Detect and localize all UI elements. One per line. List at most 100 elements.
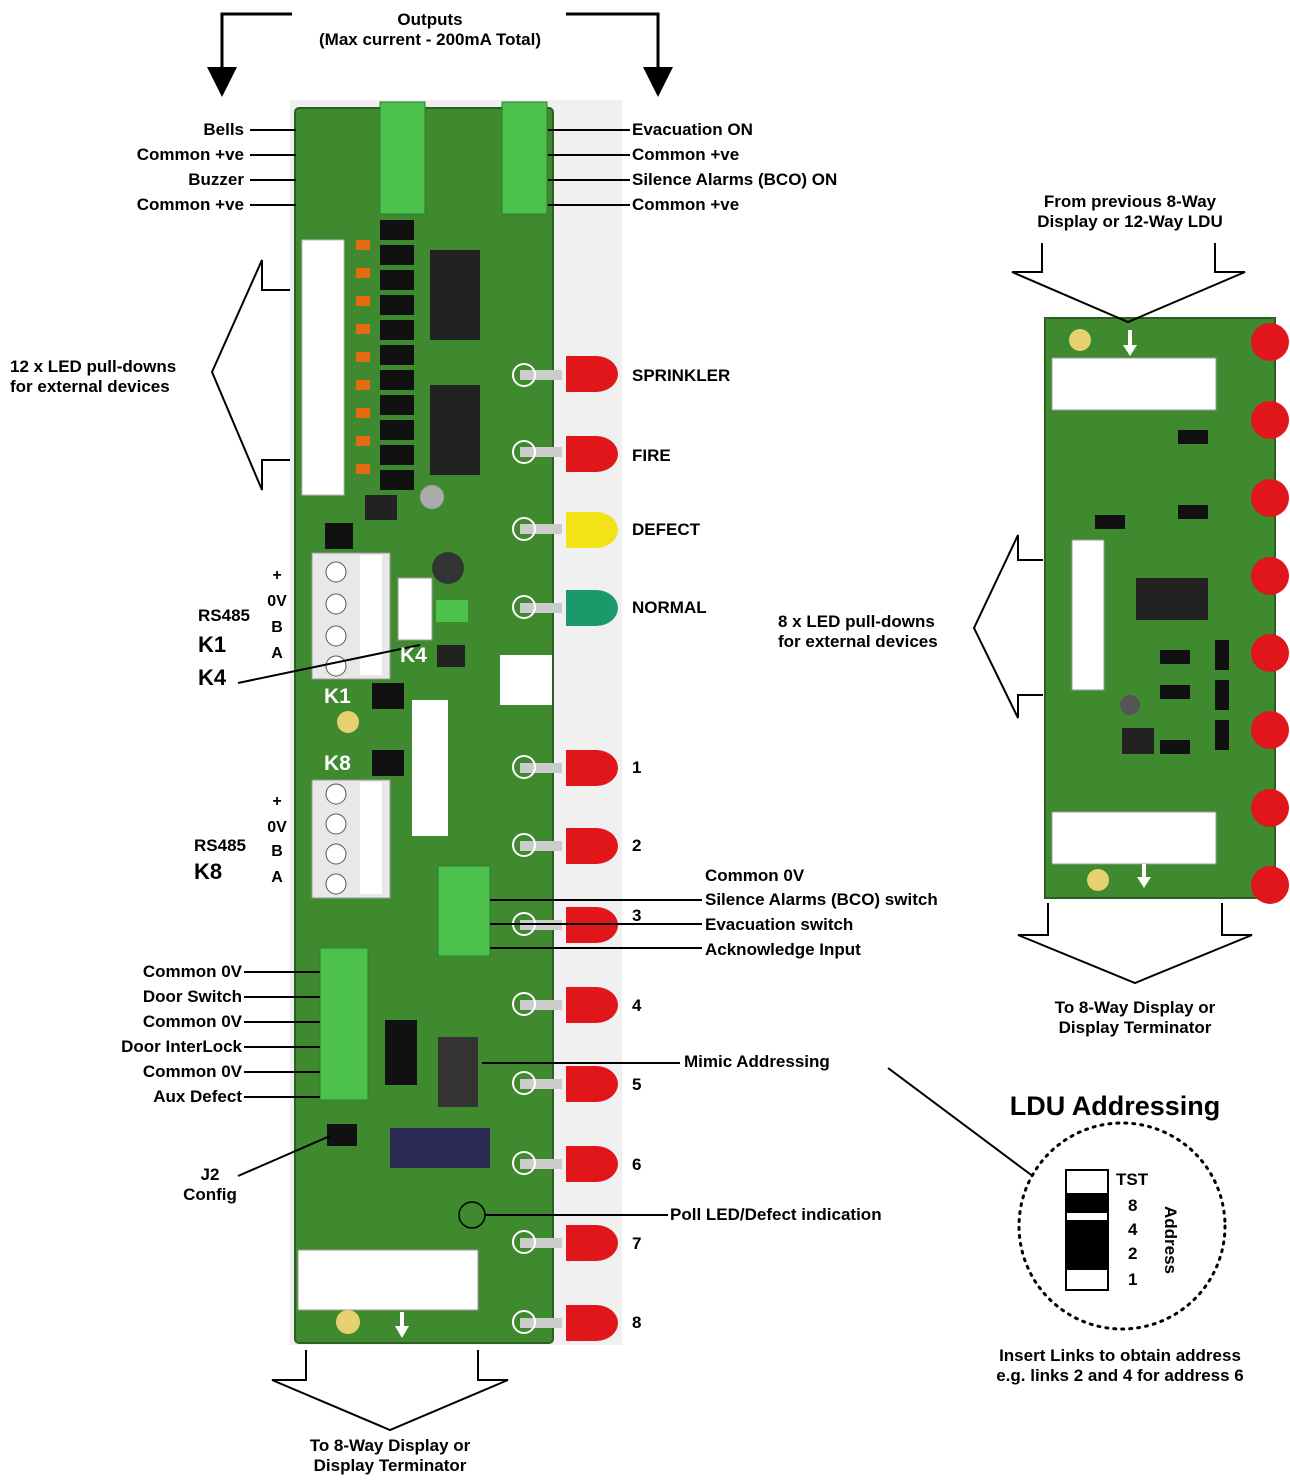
input-label-common-0v: Common 0V: [705, 866, 805, 885]
input-left-door-switch: Door Switch: [142, 987, 242, 1006]
zone-led-4: [512, 987, 618, 1023]
ldu-board: [1044, 317, 1276, 899]
zone-led-7: [512, 1225, 618, 1261]
zone-label-7: 7: [632, 1234, 642, 1253]
input-left-leaders: [244, 971, 320, 1098]
status-label-normal: NORMAL: [632, 598, 707, 617]
from-previous-line2: Display or 12-Way LDU: [1037, 212, 1223, 231]
ldu-leader: [887, 1067, 1039, 1181]
status-label-fire: FIRE: [632, 446, 671, 465]
ldu-switch-4: 4: [1128, 1220, 1138, 1239]
input-left-aux-defect: Aux Defect: [153, 1087, 242, 1106]
led-pulldowns-12-line1: 12 x LED pull-downs: [10, 357, 177, 376]
zone-label-4: 4: [632, 996, 642, 1015]
output-label-common-4: Common +ve: [632, 195, 740, 214]
outputs-arrows: [207, 12, 673, 97]
from-previous-line1: From previous 8-Way: [1043, 192, 1217, 211]
ldu-addressing-title: LDU Addressing: [1009, 1091, 1221, 1121]
from-previous-arrow: [1011, 243, 1246, 324]
zone-label-3: 3: [632, 906, 642, 925]
k8-pin-a: A: [271, 869, 283, 886]
bottom-left-line2: Display Terminator: [313, 1456, 467, 1475]
bottom-left-line1: To 8-Way Display or: [309, 1436, 471, 1455]
output-label-common-3: Common +ve: [632, 145, 740, 164]
outputs-title: Outputs (Max current - 200mA Total): [280, 10, 580, 50]
zone-led-6: [512, 1146, 618, 1182]
k1-pin-plus: +: [272, 567, 282, 584]
status-led-fire: [512, 436, 618, 472]
ldu-address-word: Address: [1161, 1205, 1180, 1275]
ldu-dip-switch: [1017, 1121, 1227, 1331]
zone-label-5: 5: [632, 1075, 642, 1094]
bottom-right-arrow: [1017, 903, 1253, 985]
bottom-right-line2: Display Terminator: [1058, 1018, 1212, 1037]
input-left-common-2: Common 0V: [142, 1012, 242, 1031]
k1-pin-0v: 0V: [267, 593, 287, 610]
right-output-leaders: [548, 129, 630, 206]
zone-led-5: [512, 1066, 618, 1102]
k8-pin-plus: +: [272, 793, 282, 810]
zone-label-6: 6: [632, 1155, 642, 1174]
j2-line1: J2: [200, 1165, 220, 1184]
k8-pin-b: B: [271, 843, 283, 860]
output-label-common-2: Common +ve: [136, 195, 244, 214]
led-pulldown-bracket-12: [210, 259, 290, 491]
output-label-silence-on: Silence Alarms (BCO) ON: [632, 170, 838, 189]
output-label-evacuation-on: Evacuation ON: [632, 120, 753, 139]
status-label-defect: DEFECT: [632, 520, 700, 539]
input-left-common-3: Common 0V: [142, 1062, 242, 1081]
k1-pin-a: A: [271, 645, 283, 662]
zone-led-8: [512, 1305, 618, 1341]
ldu-leds: [1251, 323, 1289, 904]
mimic-addressing-label: Mimic Addressing: [684, 1052, 830, 1071]
ldu-switch-1: 1: [1128, 1270, 1138, 1289]
output-label-bells: Bells: [203, 120, 244, 139]
left-output-leaders: [250, 129, 296, 206]
bottom-left-label: To 8-Way Display or Display Terminator: [270, 1436, 510, 1476]
output-label-buzzer: Buzzer: [188, 170, 244, 189]
zone-label-8: 8: [632, 1313, 642, 1332]
led-pulldowns-12-line2: for external devices: [10, 377, 170, 396]
k8-rs485-label: RS485: [194, 836, 246, 855]
led-pulldowns-12-label: 12 x LED pull-downs for external devices: [10, 357, 176, 397]
outputs-title-line2: (Max current - 200mA Total): [319, 30, 541, 49]
k1-conn-label: K1: [198, 632, 227, 657]
zone-led-1: [512, 750, 618, 786]
bottom-right-label: To 8-Way Display or Display Terminator: [1015, 998, 1255, 1038]
led-pulldowns-8-label: 8 x LED pull-downs for external devices: [778, 612, 938, 652]
k1-pin-b: B: [271, 619, 283, 636]
from-previous-label: From previous 8-Way Display or 12-Way LD…: [1010, 192, 1250, 232]
zone-led-2: [512, 828, 618, 864]
board-mark-k8: K8: [324, 752, 351, 775]
input-left-common-1: Common 0V: [142, 962, 242, 981]
outputs-title-line1: Outputs: [397, 10, 463, 29]
status-label-sprinkler: SPRINKLER: [632, 366, 731, 385]
j2-line2: Config: [183, 1185, 237, 1204]
led-pulldowns-8-line1: 8 x LED pull-downs: [778, 612, 935, 631]
ldu-addressing-note: Insert Links to obtain address e.g. link…: [960, 1346, 1280, 1386]
board-mark-k1: K1: [324, 685, 351, 708]
output-label-common-1: Common +ve: [136, 145, 244, 164]
ldu-note-line2: e.g. links 2 and 4 for address 6: [996, 1366, 1244, 1385]
status-led-sprinkler: [512, 356, 618, 392]
input-right-leaders: [490, 899, 702, 949]
j2-config-label: J2 Config: [170, 1165, 250, 1205]
ldu-switch-tst: TST: [1116, 1170, 1149, 1189]
led-pulldowns-8-line2: for external devices: [778, 632, 938, 651]
ldu-note-line1: Insert Links to obtain address: [999, 1346, 1241, 1365]
status-led-normal: [512, 590, 618, 626]
bottom-right-line1: To 8-Way Display or: [1054, 998, 1216, 1017]
k1-rs485-label: RS485: [198, 606, 250, 625]
led-pulldown-bracket-8: [972, 534, 1043, 719]
bottom-left-arrow: [271, 1350, 509, 1432]
k4-label: K4: [198, 665, 227, 690]
zone-label-1: 1: [632, 758, 642, 777]
input-label-silence-switch: Silence Alarms (BCO) switch: [705, 890, 938, 909]
main-board: [290, 100, 622, 1345]
ldu-switch-2: 2: [1128, 1244, 1138, 1263]
k8-conn-label: K8: [194, 859, 223, 884]
input-label-acknowledge: Acknowledge Input: [705, 940, 861, 959]
k8-pin-0v: 0V: [267, 819, 287, 836]
input-label-evacuation-switch: Evacuation switch: [705, 915, 854, 934]
zone-label-2: 2: [632, 836, 642, 855]
